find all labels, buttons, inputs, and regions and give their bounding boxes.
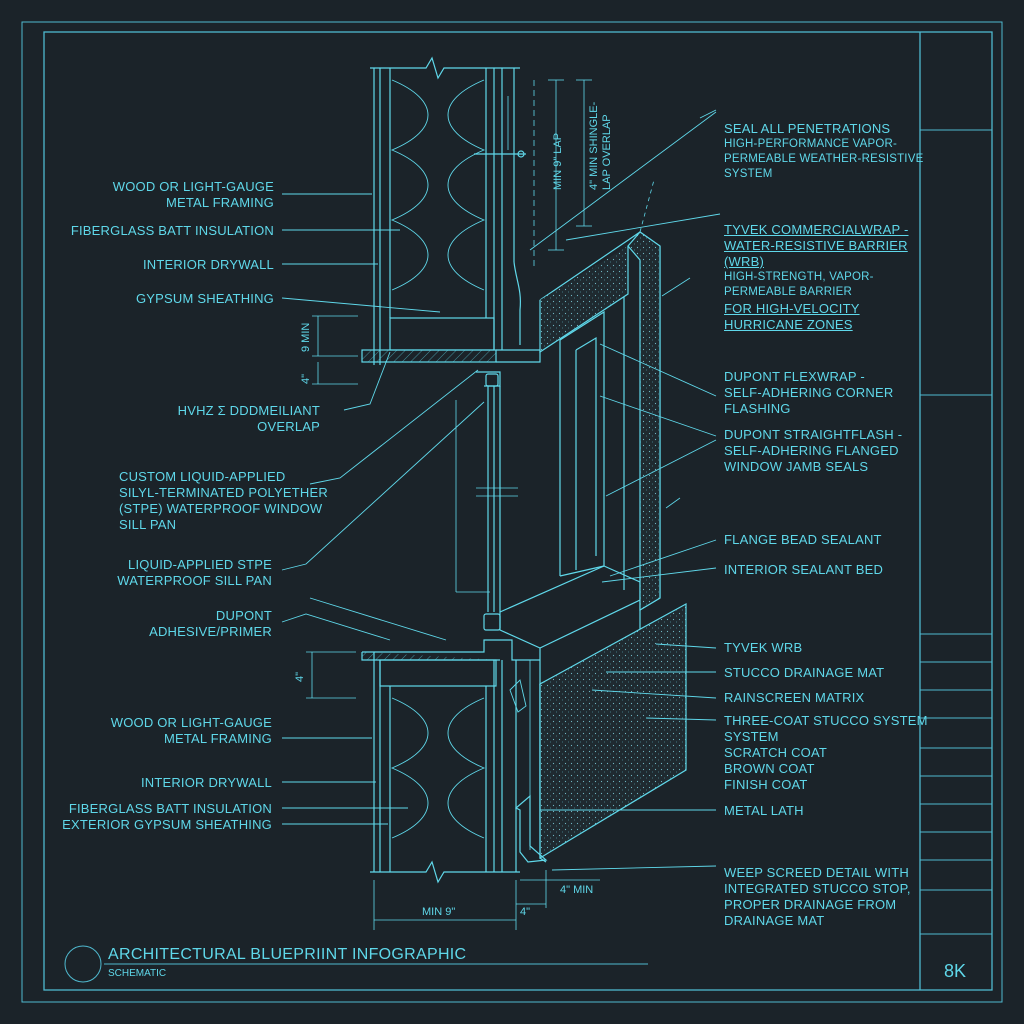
- label-flexwrap: DUPONT FLEXWRAP - SELF-ADHERING CORNER F…: [724, 369, 894, 416]
- label-weep-screed: WEEP SCREED DETAIL WITH INTEGRATED STUCC…: [724, 865, 911, 928]
- label-straightflash: DUPONT STRAIGHTFLASH - SELF-ADHERING FLA…: [724, 427, 903, 474]
- sheet-frame: [21, 21, 1003, 1003]
- dim-min-9-bottom: MIN 9": [422, 906, 456, 918]
- label-seal-penetrations-sub: HIGH-PERFORMANCE VAPOR- PERMEABLE WEATHE…: [724, 138, 924, 180]
- label-gypsum-top: GYPSUM SHEATHING: [135, 291, 274, 306]
- window-assembly: [455, 231, 661, 685]
- lower-wall-assembly: [361, 602, 687, 884]
- resolution-badge: 8K: [944, 961, 967, 981]
- upper-wall-assembly: [361, 56, 541, 387]
- label-drywall-top: INTERIOR DRYWALL: [142, 257, 274, 272]
- label-tyvek-wrb: TYVEK WRB: [724, 640, 803, 655]
- label-rainscreen: RAINSCREEN MATRIX: [724, 690, 865, 705]
- label-tyvek-commercialwrap-sub: HIGH-STRENGTH, VAPOR- PERMEABLE BARRIER: [724, 271, 874, 298]
- label-drywall-bottom: INTERIOR DRYWALL: [140, 775, 272, 790]
- label-seal-penetrations: SEAL ALL PENETRATIONS HIGH-PERFORMANCE V…: [724, 105, 923, 198]
- dimension-lines: [306, 79, 691, 930]
- dim-4-min: 4" MIN: [560, 884, 594, 896]
- label-stpe-sill-pan: LIQUID-APPLIED STPE WATERPROOF SILL PAN: [117, 557, 272, 588]
- label-custom-sill-pan: CUSTOM LIQUID-APPLIED SILYL-TERMINATED P…: [119, 469, 328, 532]
- sheet-subtitle: SCHEMATIC: [108, 968, 167, 979]
- dim-min-9-lap: MIN 9" LAP: [552, 132, 564, 190]
- label-tyvek-commercialwrap-main: TYVEK COMMERCIALWRAP - WATER-RESISTIVE B…: [724, 222, 909, 269]
- label-hurricane-zones: FOR HIGH-VELOCITY HURRICANE ZONES: [724, 301, 860, 332]
- leader-lines: [281, 109, 721, 871]
- label-hvhz-overlap: HVHZ Σ DDDMEILIANT OVERLAP: [177, 403, 320, 434]
- dim-4-in-top: 4": [300, 373, 312, 384]
- dim-4-in-bottom: 4": [520, 906, 531, 918]
- label-drainage-mat: STUCCO DRAINAGE MAT: [724, 665, 885, 680]
- label-framing-bottom: WOOD OR LIGHT-GAUGE METAL FRAMING: [110, 715, 272, 746]
- label-metal-lath: METAL LATH: [724, 803, 804, 818]
- label-interior-sealant: INTERIOR SEALANT BED: [724, 562, 884, 577]
- label-batt-bottom: FIBERGLASS BATT INSULATION EXTERIOR GYPS…: [62, 801, 272, 832]
- label-dupont-primer: DUPONT ADHESIVE/PRIMER: [149, 608, 272, 639]
- label-tyvek-commercialwrap: TYVEK COMMERCIALWRAP - WATER-RESISTIVE B…: [724, 206, 909, 316]
- dim-9-min: 9 MIN: [300, 322, 312, 352]
- label-batt-top: FIBERGLASS BATT INSULATION: [70, 223, 274, 238]
- label-seal-penetrations-main: SEAL ALL PENETRATIONS: [724, 121, 891, 136]
- dim-4-in-sill: 4": [294, 671, 306, 682]
- label-three-coat: THREE-COAT STUCCO SYSTEM SYSTEM SCRATCH …: [724, 713, 928, 792]
- sheet-title: ARCHITECTURAL BLUEPRIINT INFOGRAPHIC: [108, 946, 467, 963]
- label-framing-top: WOOD OR LIGHT-GAUGE METAL FRAMING: [112, 179, 274, 210]
- label-flange-bead: FLANGE BEAD SEALANT: [724, 532, 882, 547]
- dim-shingle-lap: 4" MIN SHINGLE- LAP OVERLAP: [588, 101, 613, 190]
